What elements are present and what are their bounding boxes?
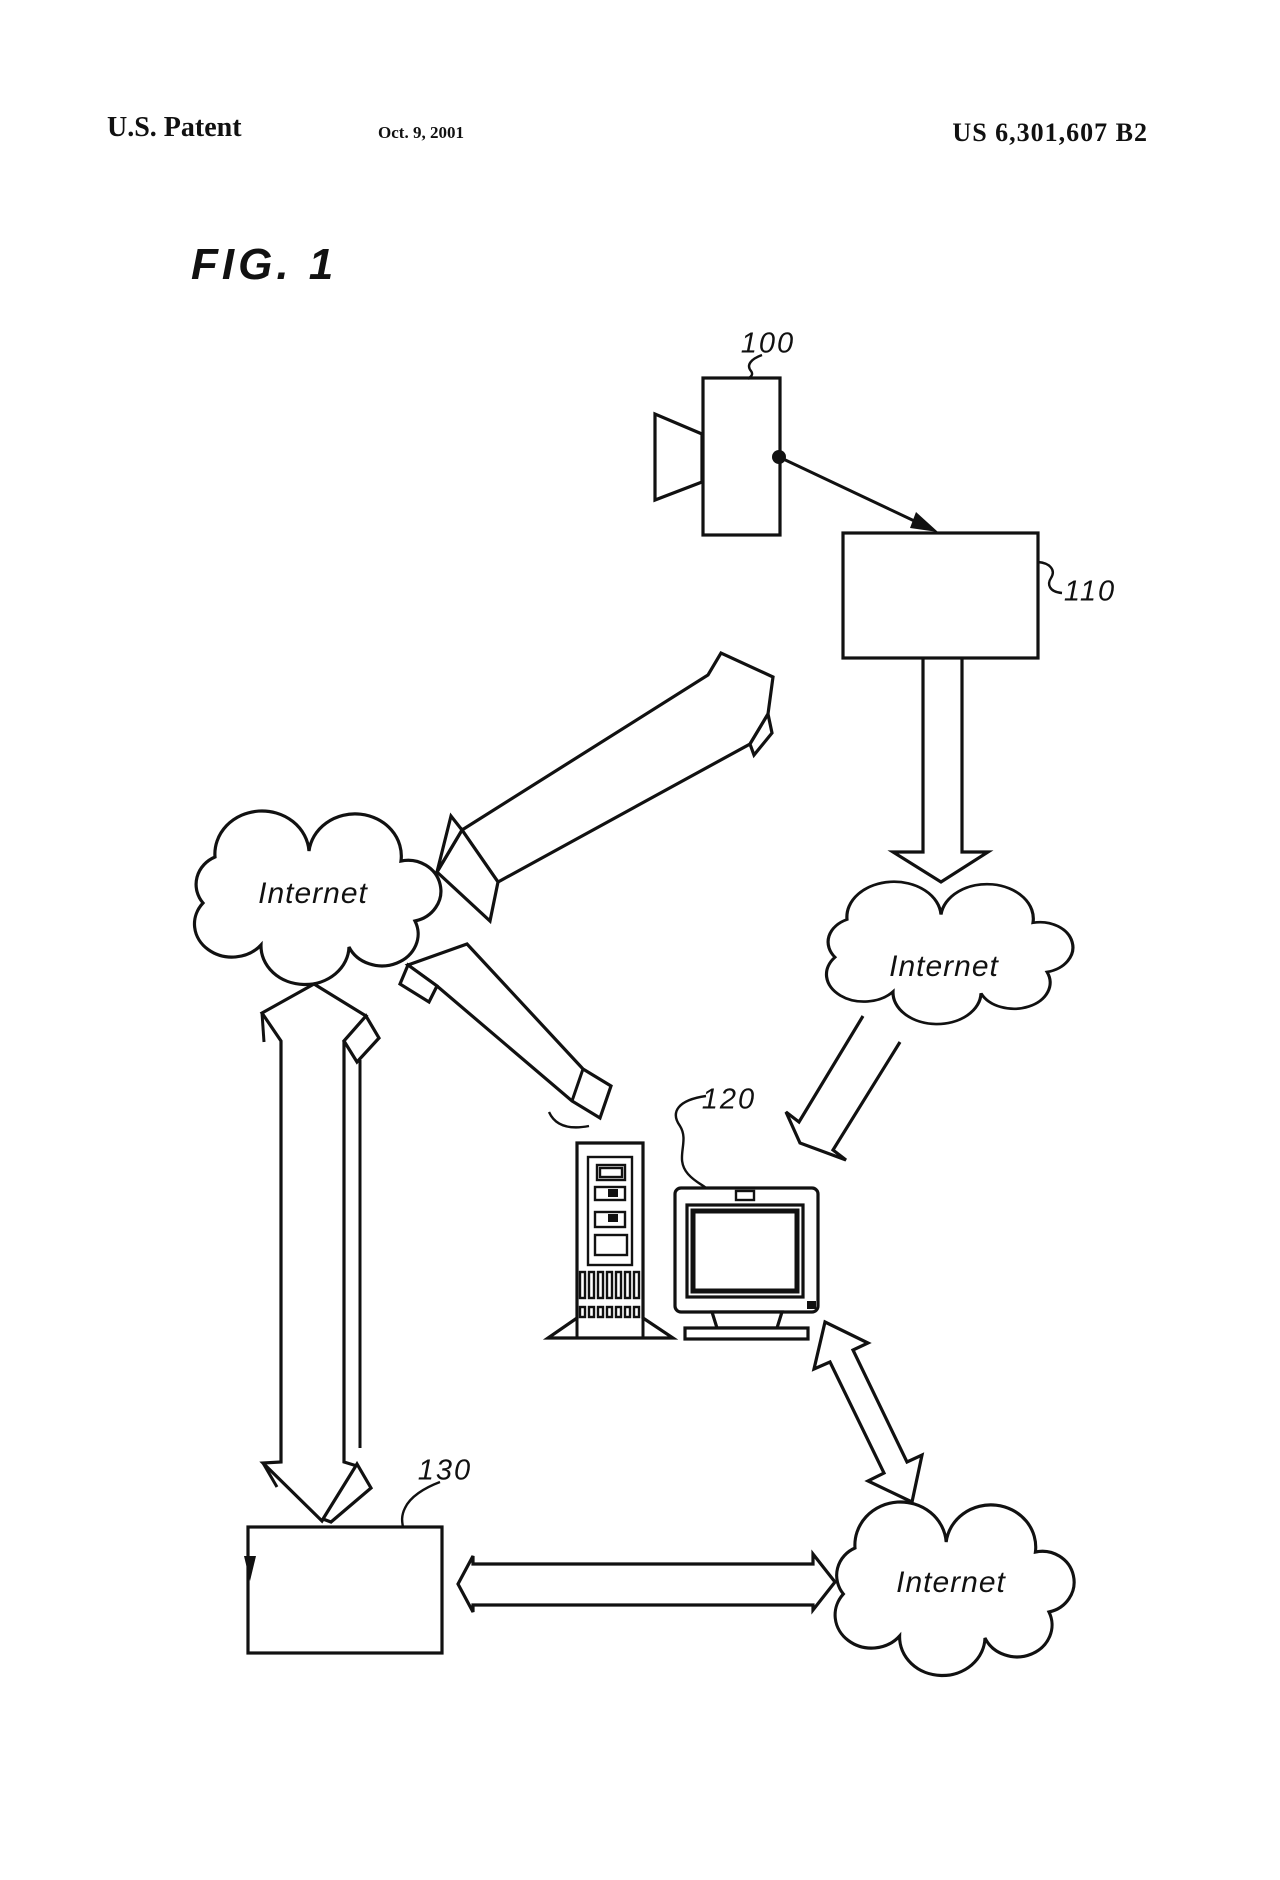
figure-title: FIG. 1 — [191, 240, 338, 289]
arrow-cloud-to-server — [784, 1015, 902, 1162]
encoder-box — [841, 531, 1040, 660]
client-box — [244, 1525, 444, 1655]
arrow-cloud-to-client — [259, 982, 381, 1524]
server-monitor-icon — [673, 1186, 820, 1341]
cloud-label-right: Internet — [889, 950, 999, 983]
patent-header-publication-type: U.S. Patent — [107, 112, 242, 143]
arrow-cloud-to-encoder — [434, 650, 775, 925]
patent-header-number: US 6,301,607 B2 — [952, 118, 1148, 147]
server-tower-icon — [542, 1141, 679, 1340]
arrow-client-to-bottom-cloud — [456, 1549, 838, 1615]
arrow-server-to-bottom-cloud — [811, 1319, 925, 1505]
cloud-label-bottom: Internet — [896, 1566, 1006, 1599]
ref-label-client: 130 — [417, 1454, 473, 1487]
arrow-server-to-cloud — [397, 942, 613, 1129]
ref-label-encoder: 110 — [1063, 575, 1117, 608]
video-camera-icon — [653, 376, 938, 537]
arrow-encoder-to-cloud — [887, 658, 994, 884]
reference-leader-lines — [400, 353, 1063, 1528]
cloud-label-left: Internet — [258, 877, 368, 910]
ref-label-server: 120 — [701, 1083, 757, 1116]
ref-label-camera: 100 — [740, 327, 796, 360]
patent-header-date: Oct. 9, 2001 — [378, 123, 464, 142]
